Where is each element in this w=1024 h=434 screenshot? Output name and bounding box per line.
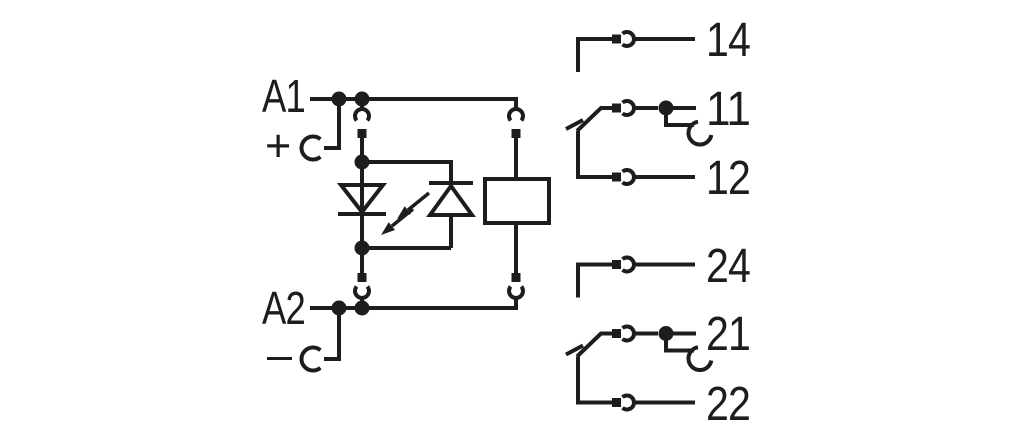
- terminal-11-label: 11: [706, 83, 750, 136]
- changeover-contact-symbol: [564, 30, 714, 187]
- a2-rail-wire: [310, 298, 518, 310]
- relay-coil-symbol: [483, 177, 551, 225]
- test-socket-wire: [324, 308, 341, 361]
- arrow-shaft: [390, 207, 415, 228]
- arrow-head: [397, 206, 411, 219]
- polarity-plus-label: +: [265, 120, 291, 171]
- terminal-21-label: 21: [706, 308, 750, 361]
- plug-pin-icon: [357, 129, 367, 138]
- terminal-14-label: 14: [706, 14, 750, 67]
- a1-rail-wire: [310, 97, 518, 109]
- led-triangle: [336, 183, 388, 216]
- arrow-head: [381, 222, 395, 235]
- plug-socket-icon: [353, 107, 371, 122]
- test-socket-wire: [324, 99, 341, 150]
- plug-socket-icon: [507, 285, 525, 300]
- test-socket-icon: [299, 345, 322, 373]
- contact-group-2: 24 21 22: [564, 240, 751, 431]
- plug-pin-icon: [357, 273, 367, 282]
- arrow-shaft: [406, 191, 431, 212]
- relay-coil-branch: [483, 107, 551, 300]
- led-symbol: [336, 183, 431, 235]
- plug-socket-icon: [507, 107, 525, 122]
- plug-pin-icon: [511, 129, 521, 138]
- terminal-a2-label: A2: [262, 282, 305, 334]
- diode-triangle: [426, 182, 476, 217]
- contact-group-1: 14 11 12: [564, 14, 751, 205]
- protection-diode-symbol: [362, 160, 476, 250]
- terminal-24-label: 24: [706, 240, 750, 293]
- plug-socket-icon: [353, 285, 371, 300]
- changeover-contact-symbol: [564, 255, 714, 412]
- polarity-minus-label: –: [267, 329, 292, 380]
- coil-input-circuit: A1 + A2 –: [262, 70, 551, 380]
- diode-branch-wire: [362, 160, 453, 183]
- terminal-12-label: 12: [706, 152, 750, 205]
- light-arrows-icon: [381, 191, 431, 235]
- terminal-a1-label: A1: [262, 70, 305, 122]
- plug-pin-icon: [511, 273, 521, 282]
- test-socket-icon: [299, 134, 322, 162]
- terminal-22-label: 22: [706, 378, 750, 431]
